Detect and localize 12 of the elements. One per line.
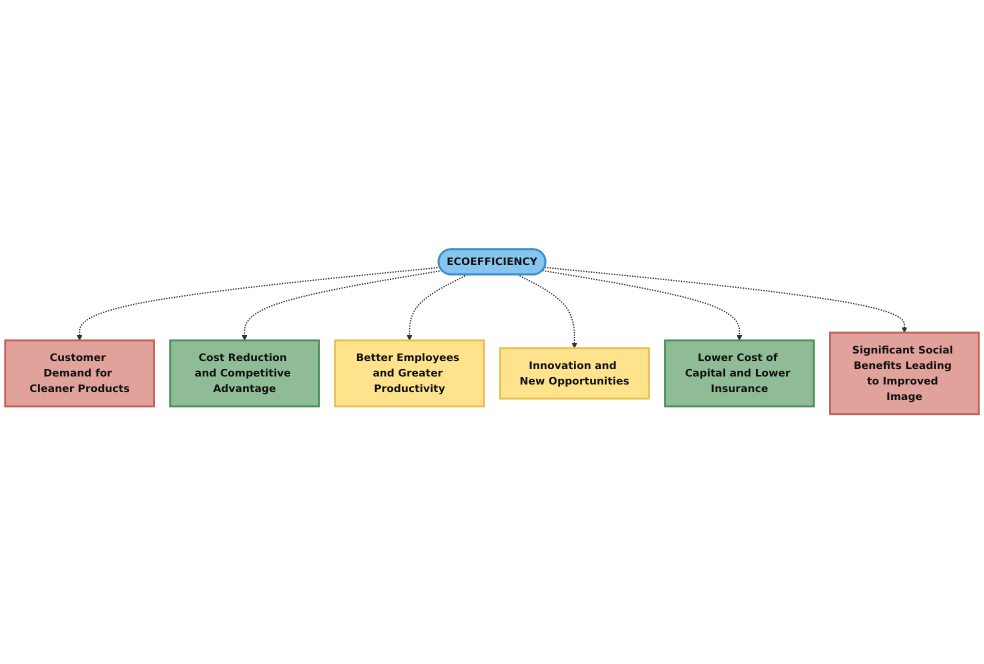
node-box: Innovation and New Opportunities [499,348,650,400]
arrow [406,274,468,341]
node-box: Better Employees and Greater Productivity [334,340,485,408]
arrow [516,274,578,349]
arrow [544,267,908,334]
node-box: Customer Demand for Cleaner Products [4,340,155,408]
arrow [76,267,440,341]
arrow [242,270,442,341]
node-box: Significant Social Benefits Leading to Improved Image [829,332,980,416]
node-box: Cost Reduction and Competitive Advantage [169,340,320,408]
node-box: Lower Cost of Capital and Lower Insurance [664,340,815,408]
arrow [542,270,742,341]
